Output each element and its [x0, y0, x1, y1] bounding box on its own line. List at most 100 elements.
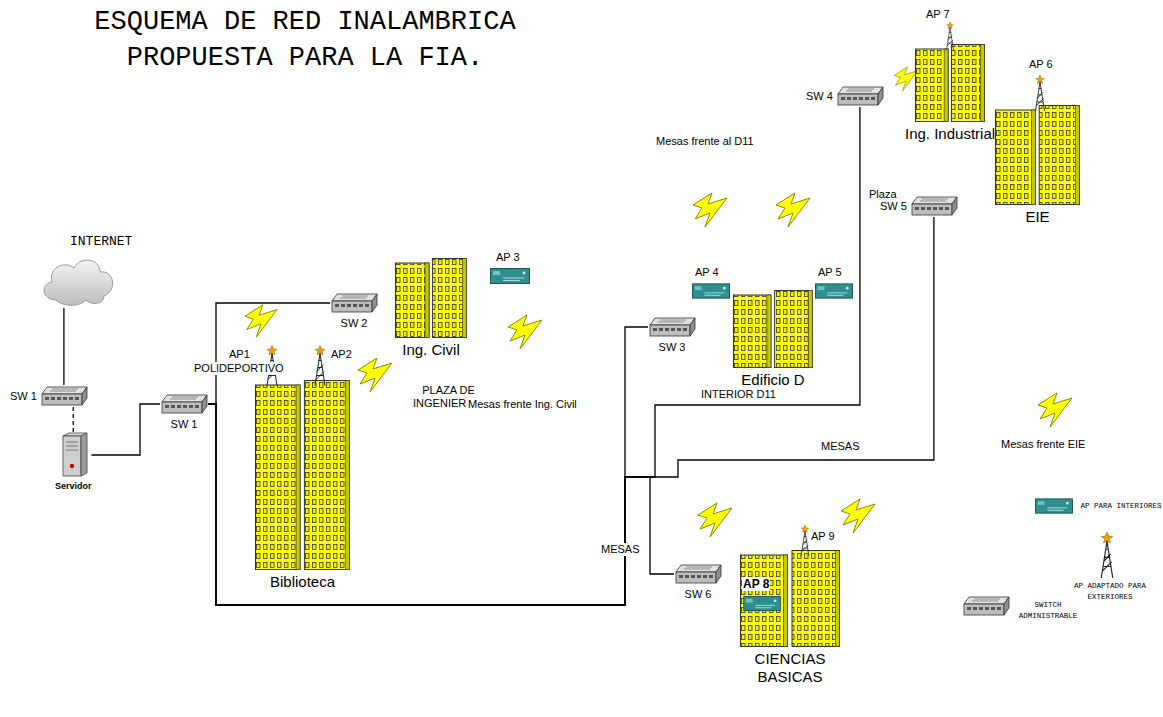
- node-label: Edificio D: [741, 371, 804, 389]
- node-label: Biblioteca: [270, 573, 335, 591]
- node-label: SW 6: [685, 588, 712, 600]
- building: Ing. Industrial: [905, 22, 995, 143]
- switch-icon: [160, 393, 208, 415]
- node-label: INTERNET: [38, 234, 132, 249]
- building-side: [784, 555, 788, 647]
- node-label: SW 2: [341, 317, 368, 329]
- building: Edificio D: [733, 290, 813, 389]
- node-label: Ing. Industrial: [905, 125, 995, 143]
- network-cable: [63, 308, 64, 385]
- bldg-icon: [733, 290, 813, 368]
- cloud-icon: [38, 252, 118, 308]
- switch-icon: [910, 195, 958, 217]
- switch: SW 3: [648, 316, 696, 353]
- wireless-bolt: [776, 193, 810, 227]
- switch-symbol: [838, 87, 883, 105]
- wireless-bolt: [698, 503, 732, 537]
- switch-symbol: [332, 294, 377, 312]
- building-side: [1076, 106, 1080, 205]
- wireless-bolt: [894, 67, 918, 91]
- bldg-icon: [915, 22, 985, 122]
- annotation-label: AP2: [330, 348, 353, 361]
- bldg-icon: [395, 258, 467, 338]
- annotation-label: AP 6: [1028, 58, 1054, 71]
- legend-indoor-ap: [1035, 499, 1072, 513]
- indoor-ap: [815, 284, 852, 298]
- switch-icon: [40, 385, 88, 407]
- network-cable: [73, 407, 74, 432]
- building-side: [767, 295, 771, 368]
- wireless-bolt: [841, 499, 875, 533]
- title: ESQUEMA DE RED INALAMBRICA PROPUESTA PAR…: [70, 4, 540, 77]
- switch-icon: [674, 563, 722, 585]
- network-cable: [208, 107, 860, 605]
- server: Servidor: [55, 432, 92, 491]
- building-tower: [792, 551, 840, 647]
- switch-icon: [836, 85, 884, 107]
- indoor-ap: [491, 269, 530, 284]
- wireless-bolt: [693, 193, 727, 227]
- building: Biblioteca: [255, 345, 350, 591]
- building-tower: [1039, 106, 1079, 205]
- network-cable: [92, 404, 160, 455]
- annotation-label: INTERIOR D11: [700, 388, 777, 401]
- node-label: SW 3: [659, 341, 686, 353]
- annotation-label: AP 5: [817, 266, 843, 279]
- annotation-label: AP 4: [694, 266, 720, 279]
- switch: SW 2: [330, 292, 378, 329]
- network-cable: [208, 217, 934, 605]
- annotation-label: AP 9: [810, 530, 836, 543]
- switch-icon: [330, 292, 378, 314]
- building-side: [836, 551, 840, 647]
- legend-entry: AP PARA INTERIORES: [1078, 501, 1163, 512]
- legend-entry: AP ADAPTADO PARA EXTERIORES: [1067, 581, 1153, 604]
- indoor-ap: [692, 284, 729, 298]
- building-tower: [916, 49, 949, 122]
- node-label: SW 4: [806, 90, 833, 102]
- building-tower: [734, 295, 771, 368]
- legend-entry: SWITCH ADMINISTRABLE: [1012, 600, 1084, 623]
- building-side: [463, 259, 467, 338]
- building-side: [1031, 110, 1035, 205]
- node-label: SW 1: [171, 418, 198, 430]
- annotation-label: Mesas frente al D11: [655, 135, 755, 148]
- switch: SW 4: [806, 85, 884, 107]
- bldg-icon: [995, 75, 1080, 205]
- legend-text: AP PARA INTERIORES: [1078, 501, 1163, 512]
- outdoor-antenna: [1036, 75, 1045, 111]
- annotation-label: MESAS: [600, 543, 641, 556]
- building-tower: [396, 263, 430, 338]
- building-side: [809, 291, 813, 368]
- server-icon: [57, 432, 89, 478]
- switch: SW 6: [674, 563, 722, 600]
- node-label: Ing. Civil: [402, 341, 460, 359]
- building: EIE: [995, 75, 1080, 226]
- outdoor-antenna: [947, 22, 954, 50]
- outdoor-antenna: [801, 525, 809, 556]
- annotation-label: AP 8: [742, 577, 770, 591]
- node-label: CIENCIAS BASICAS: [735, 650, 845, 686]
- building-tower: [256, 385, 301, 570]
- outdoor-antenna: [315, 346, 325, 386]
- building-side: [425, 263, 429, 338]
- annotation-label: Plaza: [868, 188, 898, 201]
- building-tower: [951, 45, 984, 122]
- annotation-label: AP 7: [925, 8, 951, 21]
- building: CIENCIAS BASICAS: [735, 525, 845, 686]
- wireless-bolt: [1038, 393, 1072, 427]
- node-label: SW 5: [880, 200, 907, 212]
- building: Ing. Civil: [395, 258, 467, 359]
- switch: SW 1: [160, 393, 208, 430]
- switch: SW 1: [10, 385, 88, 407]
- switch-symbol: [42, 387, 87, 405]
- node-label: SW 1: [10, 390, 37, 402]
- building-side: [944, 49, 948, 122]
- legend-text: SWITCH ADMINISTRABLE: [1012, 600, 1084, 623]
- switch-symbol: [162, 395, 207, 413]
- annotation-label: AP1: [228, 348, 251, 361]
- switch-symbol: [650, 318, 695, 336]
- building-tower: [741, 555, 788, 647]
